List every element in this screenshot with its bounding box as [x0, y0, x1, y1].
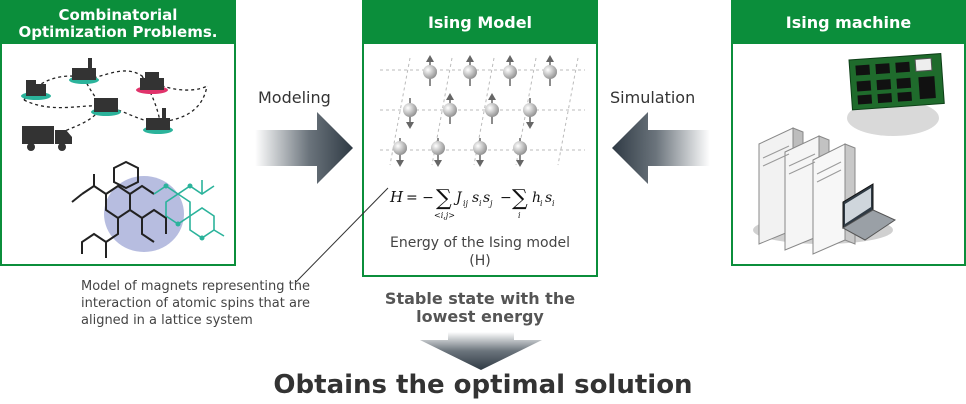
formula-s-j-subscript: j [488, 199, 493, 208]
spin-up-icon [423, 55, 437, 86]
truck-icon [22, 126, 72, 151]
ising-energy-formula: H = − ∑ <i,j> J ij s i s j − ∑ i h i s i [389, 186, 555, 220]
spin-row-1 [423, 55, 557, 86]
magnet-note-line1: Model of magnets representing the [81, 279, 310, 294]
spin-up-icon [463, 55, 477, 86]
leader-line [295, 187, 389, 283]
combinatorial-illustration [21, 58, 225, 258]
formula-s: s [545, 190, 552, 206]
stable-text-line1: Stable state with the [384, 289, 576, 308]
molecule-structure [71, 160, 167, 258]
formula-s-j: s [483, 190, 490, 206]
building-icon [21, 80, 51, 100]
magnet-note-line2: interaction of atomic spins that are [81, 296, 311, 311]
circuit-board-icon [848, 53, 945, 111]
factory-icon [136, 72, 168, 94]
spin-down-icon [403, 98, 417, 129]
formula-s-i: s [472, 190, 479, 206]
spin-up-icon [503, 55, 517, 86]
down-arrow [420, 332, 542, 370]
spin-row-3 [393, 138, 527, 167]
formula-j-subscript: ij [463, 199, 469, 208]
formula-minus: − [500, 190, 512, 206]
spin-lattice [380, 55, 585, 167]
combinatorial-title-line1: Combinatorial [58, 6, 178, 24]
laptop-icon [841, 183, 897, 241]
spin-up-icon [443, 93, 457, 124]
formula-sum2-subscript: i [518, 211, 521, 220]
energy-caption: Energy of the Ising model (H) [364, 234, 596, 270]
factory-icon [143, 108, 173, 134]
spin-down-icon [523, 98, 537, 129]
formula-sum-2: ∑ [512, 186, 528, 211]
simulation-arrow [612, 112, 710, 184]
energy-caption-line1: Energy of the Ising model [390, 235, 570, 251]
spin-down-icon [393, 138, 407, 167]
spin-up-icon [543, 55, 557, 86]
combinatorial-problems-panel: Combinatorial Optimization Problems. [0, 0, 236, 266]
formula-equals-minus: = − [406, 190, 434, 206]
stable-text-line2: lowest energy [416, 307, 544, 326]
magnet-model-note: Model of magnets representing the intera… [81, 278, 351, 329]
formula-sum-1: ∑ [436, 186, 452, 211]
simulation-label: Simulation [610, 88, 696, 107]
spin-down-icon [431, 138, 445, 167]
ising-machine-header: Ising machine [733, 2, 964, 44]
magnet-note-line3: aligned in a lattice system [81, 313, 253, 328]
ising-model-header: Ising Model [364, 2, 596, 44]
spin-down-icon [513, 138, 527, 167]
factory-icon [91, 98, 121, 116]
molecule-nodes [163, 183, 205, 241]
combinatorial-title-line2: Optimization Problems. [18, 23, 218, 41]
formula-j: J [453, 190, 463, 206]
formula-s-i-subscript: i [479, 199, 482, 208]
optimal-solution-text: Obtains the optimal solution [273, 370, 693, 400]
server-rack-icon [758, 127, 856, 255]
formula-h-subscript: i [540, 199, 543, 208]
stable-state-text: Stable state with the lowest energy [360, 290, 600, 326]
formula-s-subscript: i [552, 199, 555, 208]
energy-caption-line2: (H) [469, 253, 491, 269]
highlight-circle [104, 176, 184, 252]
ising-model-panel: Ising Model [362, 0, 598, 277]
spin-row-2 [403, 93, 537, 129]
ising-machine-panel: Ising machine [731, 0, 966, 266]
formula-h: H [389, 188, 404, 206]
formula-sum1-subscript: <i,j> [434, 211, 455, 220]
modeling-label: Modeling [258, 88, 331, 107]
factory-icon [69, 58, 99, 84]
formula-h-small: h [532, 190, 541, 206]
modeling-arrow [255, 112, 353, 184]
combinatorial-problems-header: Combinatorial Optimization Problems. [2, 2, 234, 44]
spin-up-icon [485, 93, 499, 124]
spin-down-icon [473, 138, 487, 167]
ising-machine-illustration [753, 53, 945, 255]
